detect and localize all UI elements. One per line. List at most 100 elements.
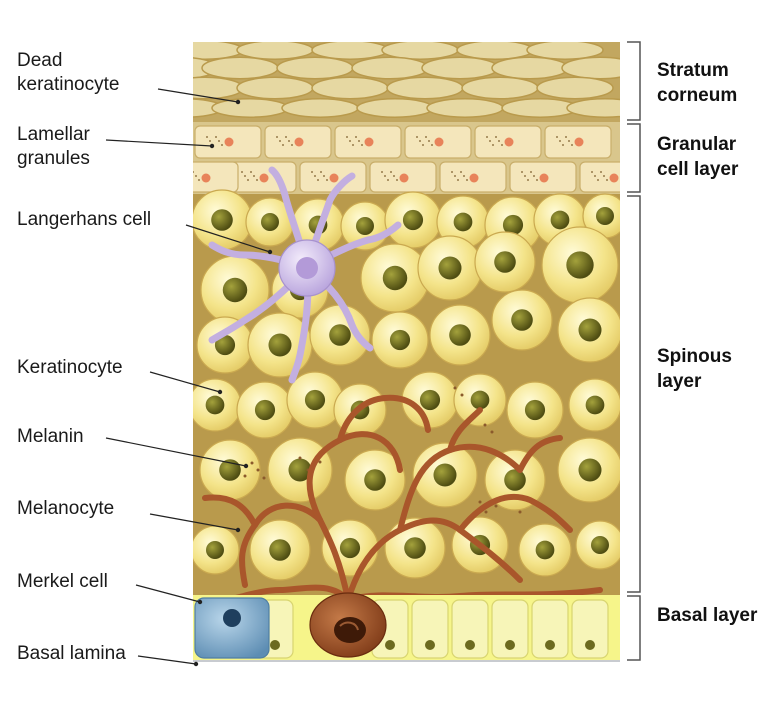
- lamellar-granule: [291, 144, 293, 146]
- lamellar-granule: [533, 175, 535, 177]
- lamellar-granule: [565, 136, 567, 138]
- melanin-granule: [453, 386, 457, 390]
- leader-line: [105, 139, 213, 147]
- leader-dot: [267, 249, 273, 255]
- label-melanocyte: Melanocyte: [17, 498, 114, 519]
- granule-nucleus: [609, 173, 619, 183]
- basal-cell-nucleus: [465, 640, 475, 650]
- keratinocyte-nucleus: [502, 214, 524, 236]
- label-stratum-corneum: Stratum corneum: [657, 60, 737, 106]
- lamellar-granule: [326, 179, 328, 181]
- granule-nucleus: [364, 137, 374, 147]
- granule-nucleus: [201, 173, 211, 183]
- keratinocyte-nucleus: [470, 390, 490, 410]
- melanocyte-nucleus: [334, 617, 366, 643]
- lamellar-granule: [521, 171, 523, 173]
- lamellar-granule: [195, 175, 197, 177]
- lamellar-granule: [419, 140, 421, 142]
- lamellar-granule: [352, 144, 354, 146]
- lamellar-granule: [253, 175, 255, 177]
- keratinocyte-nucleus: [288, 458, 312, 482]
- lamellar-granule: [571, 144, 573, 146]
- lamellar-granule: [244, 175, 246, 177]
- lamellar-granule: [247, 179, 249, 181]
- melanin-granule: [490, 430, 494, 434]
- lamellar-granule: [314, 175, 316, 177]
- basal-cell: [491, 599, 529, 659]
- basal-cell: [571, 599, 609, 659]
- dead-keratinocyte: [426, 98, 504, 118]
- lamellar-granule: [256, 179, 258, 181]
- lamellar-granule: [457, 179, 459, 181]
- melanin-granule: [483, 423, 487, 427]
- melanocyte-dendrite: [337, 394, 431, 443]
- melanin-granule: [298, 456, 302, 460]
- keratinocyte-nucleus: [206, 541, 224, 559]
- lamellar-granule: [218, 140, 220, 142]
- keratinocyte-nucleus: [494, 251, 516, 273]
- melanin-granule: [256, 468, 260, 472]
- melanin-granule: [262, 476, 266, 480]
- melanocyte-dendrite: [447, 407, 483, 453]
- lamellar-granule: [460, 171, 462, 173]
- granule-nucleus: [329, 173, 339, 183]
- lamellar-granule: [311, 171, 313, 173]
- lamellar-granule: [279, 140, 281, 142]
- keratinocyte-nucleus: [222, 277, 248, 303]
- melanocyte-nucleus-detail: [339, 621, 359, 631]
- granule-nucleus: [574, 137, 584, 147]
- label-basal-layer: Basal layer: [657, 605, 758, 626]
- basal-cell-nucleus: [425, 640, 435, 650]
- dead-keratinocyte: [281, 98, 359, 118]
- leader-line: [105, 437, 247, 467]
- dead-keratinocyte: [386, 76, 464, 100]
- keratinocyte-nucleus: [214, 334, 236, 356]
- leader-dot: [243, 463, 249, 469]
- lamellar-granule: [597, 179, 599, 181]
- lamellar-granule: [428, 140, 430, 142]
- keratinocyte-nucleus: [550, 210, 570, 230]
- lamellar-granule: [393, 175, 395, 177]
- dead-keratinocyte: [566, 98, 620, 118]
- lamellar-granule: [501, 144, 503, 146]
- keratinocyte-nucleus: [566, 251, 594, 279]
- lamellar-granule: [466, 179, 468, 181]
- lamellar-granule: [285, 136, 287, 138]
- melanin-granule: [250, 461, 254, 465]
- dead-keratinocyte: [193, 42, 244, 60]
- dead-keratinocyte: [201, 56, 279, 80]
- lamellar-granule: [559, 140, 561, 142]
- label-leader-lines: [105, 88, 273, 667]
- lamellar-granule: [422, 144, 424, 146]
- right-labels: Stratum corneum Granular cell layer Spin…: [657, 60, 758, 626]
- granule-nucleus: [434, 137, 444, 147]
- dead-keratinocyte: [311, 42, 389, 60]
- leader-line: [149, 371, 221, 393]
- label-melanin: Melanin: [17, 426, 84, 447]
- layer-bracket: [627, 123, 641, 193]
- keratinocyte-nucleus: [339, 537, 361, 559]
- lamellar-granule: [282, 144, 284, 146]
- lamellar-granule: [206, 136, 208, 138]
- lamellar-granule: [416, 136, 418, 138]
- dead-keratinocyte: [193, 76, 244, 100]
- label-granular-cell-layer: Granular cell layer: [657, 134, 741, 180]
- keratinocyte-nucleus: [585, 395, 605, 415]
- lamellar-granule: [600, 171, 602, 173]
- lamellar-granule: [463, 175, 465, 177]
- layer-brackets: [627, 41, 641, 661]
- granule-nucleus: [504, 137, 514, 147]
- lamellar-granule: [387, 179, 389, 181]
- stratum-corneum-region: [193, 42, 620, 122]
- layer-bracket: [627, 195, 641, 593]
- label-spinous-layer: Spinous layer: [657, 346, 737, 392]
- lamellar-granule: [381, 171, 383, 173]
- lamellar-granule: [215, 136, 217, 138]
- label-keratinocyte: Keratinocyte: [17, 357, 123, 378]
- keratinocyte-nucleus: [449, 324, 471, 346]
- keratinocyte-nucleus: [453, 212, 473, 232]
- basal-cell-nucleus: [545, 640, 555, 650]
- dead-keratinocyte: [421, 56, 499, 80]
- melanin-granule: [318, 460, 322, 464]
- lamellar-granule: [320, 171, 322, 173]
